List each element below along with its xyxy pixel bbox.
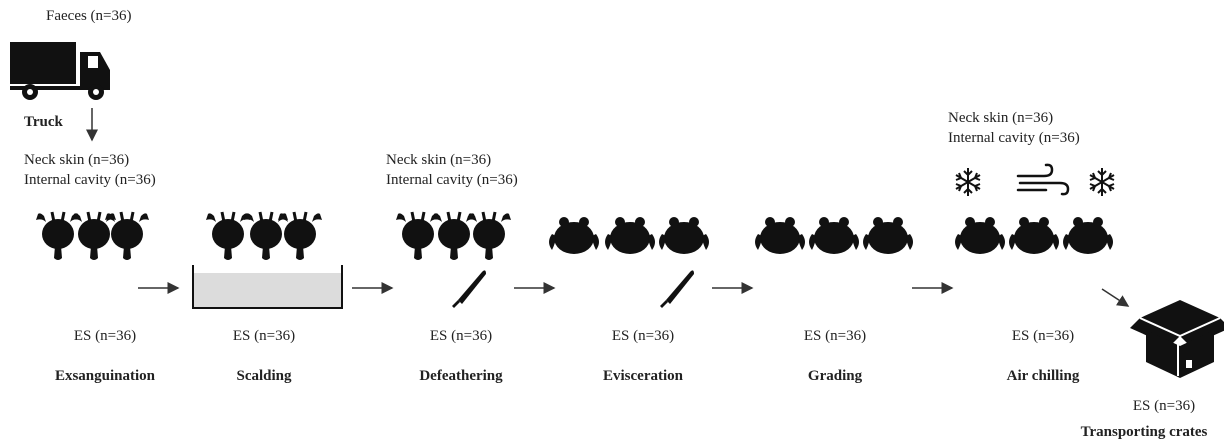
hanging-chicken-icon bbox=[394, 210, 513, 262]
scalding-tank-icon bbox=[192, 265, 343, 309]
faeces-label: Faeces (n=36) bbox=[46, 8, 132, 24]
knife-icon bbox=[452, 270, 486, 308]
stage-name-exsanguination: Exsanguination bbox=[54, 368, 156, 384]
snowflake-icon bbox=[955, 167, 981, 197]
arrow-6 bbox=[1101, 288, 1130, 307]
wind-icon bbox=[1016, 163, 1070, 196]
chicken-carcass-icon bbox=[755, 217, 913, 254]
stage-name-transporting-crates: Transporting crates bbox=[1080, 424, 1208, 440]
airchill-neck-skin: Neck skin (n=36) bbox=[948, 110, 1054, 126]
stage-es-grading: ES (n=36) bbox=[803, 328, 867, 344]
hanging-chicken-icon bbox=[204, 210, 324, 262]
truck-label: Truck bbox=[24, 114, 63, 130]
stage-es-air-chilling: ES (n=36) bbox=[1011, 328, 1075, 344]
chicken-carcass-icon bbox=[955, 217, 1113, 254]
truck-icon bbox=[10, 42, 110, 100]
stage-name-air-chilling: Air chilling bbox=[1006, 368, 1080, 384]
stage-es-defeathering: ES (n=36) bbox=[429, 328, 493, 344]
airchill-internal-cavity: Internal cavity (n=36) bbox=[948, 130, 1080, 146]
box-icon bbox=[1130, 300, 1224, 378]
exsanguination-internal-cavity: Internal cavity (n=36) bbox=[24, 172, 156, 188]
defeathering-neck-skin: Neck skin (n=36) bbox=[386, 152, 492, 168]
stage-es-scalding: ES (n=36) bbox=[232, 328, 296, 344]
stage-es-evisceration: ES (n=36) bbox=[611, 328, 675, 344]
stage-es-exsanguination: ES (n=36) bbox=[73, 328, 137, 344]
stage-name-scalding: Scalding bbox=[236, 368, 292, 384]
stage-name-evisceration: Evisceration bbox=[603, 368, 683, 384]
stage-name-defeathering: Defeathering bbox=[419, 368, 503, 384]
stage-name-grading: Grading bbox=[807, 368, 863, 384]
defeathering-internal-cavity: Internal cavity (n=36) bbox=[386, 172, 518, 188]
snowflake-icon bbox=[1089, 167, 1115, 197]
knife-icon bbox=[660, 270, 694, 308]
stage-es-transporting-crates: ES (n=36) bbox=[1132, 398, 1196, 414]
exsanguination-neck-skin: Neck skin (n=36) bbox=[24, 152, 130, 168]
hanging-chicken-icon bbox=[34, 210, 151, 262]
chicken-carcass-icon bbox=[549, 217, 709, 254]
